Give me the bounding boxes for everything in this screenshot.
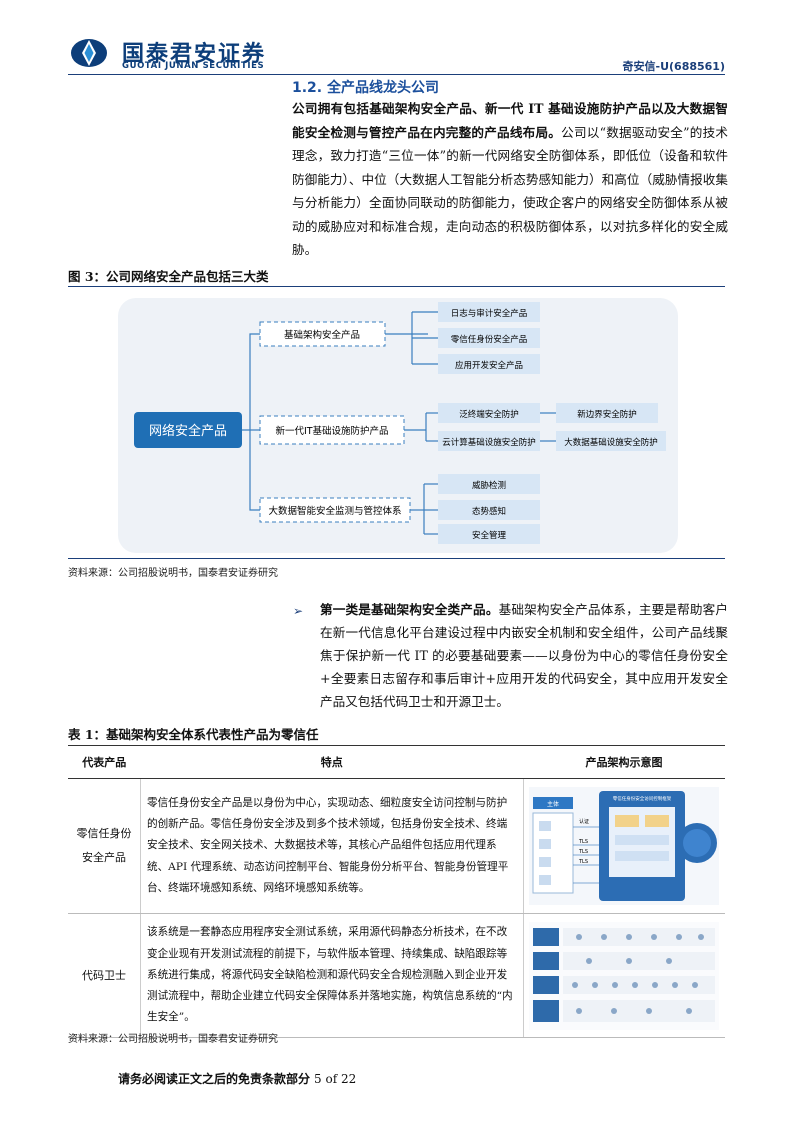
bullet-arrow-icon: ➢ (293, 604, 304, 618)
product-tree-diagram: 网络安全产品 基础架构安全产品 新一代IT基础设施防护产品 大数据智能安全监测与… (118, 298, 678, 553)
figure-bottom-rule (68, 558, 725, 559)
product-name: 代码卫士 (68, 913, 141, 1038)
leaf-label: 大数据基础设施安全防护 (564, 437, 658, 448)
diagram-text: 主体 (547, 800, 559, 808)
zero-trust-architecture-image: 主体 认证 TLS TLS TLS 零信任身份安全访问控制框架 (529, 787, 720, 905)
table-title: 表 1：基础架构安全体系代表性产品为零信任 (68, 727, 319, 742)
product-description: 零信任身份安全产品是以身份为中心，实现动态、细粒度安全访问控制与防护的创新产品。… (140, 778, 524, 914)
leaf-label: 态势感知 (472, 506, 506, 517)
table-source: 资料来源：公司招股说明书，国泰君安证券研究 (68, 1034, 278, 1045)
table-header-cell: 代表产品 (68, 745, 141, 779)
category-box (259, 497, 411, 523)
leaf-box (438, 500, 540, 520)
diagram-text: TLS (578, 859, 588, 865)
architecture-image-cell (523, 913, 725, 1038)
leaf-label: 云计算基础设施安全防护 (442, 437, 536, 448)
paragraph-lead: 公司拥有包括基础架构安全产品、新一代 IT 基础设施防护产品以及大数据智能安全检… (292, 101, 728, 140)
figure-source: 资料来源：公司招股说明书，国泰君安证券研究 (68, 568, 278, 579)
category-box (259, 321, 386, 347)
diagram-text: TLS (578, 849, 588, 855)
category-label: 基础架构安全产品 (284, 329, 360, 341)
category-box (259, 415, 405, 445)
diagram-text: TLS (578, 839, 588, 845)
page-number: 5 of 22 (314, 1072, 357, 1086)
leaf-label: 日志与审计安全产品 (451, 308, 528, 319)
leaf-box (438, 403, 540, 423)
leaf-label: 新边界安全防护 (577, 409, 637, 420)
diagram-text: 认证 (579, 818, 589, 825)
product-name: 零信任身份安全产品 (68, 778, 141, 914)
table-row: 零信任身份安全产品 零信任身份安全产品是以身份为中心，实现动态、细粒度安全访问控… (68, 778, 725, 914)
leaf-box (438, 354, 540, 374)
section-title: 1.2. 全产品线龙头公司 (292, 80, 439, 96)
table-header-row: 代表产品 特点 产品架构示意图 (68, 745, 725, 779)
logo-chinese-name: 国泰君安证券 (122, 42, 267, 67)
code-guard-architecture-image (529, 921, 720, 1030)
leaf-label: 泛终端安全防护 (459, 409, 519, 420)
header-rule (68, 74, 725, 75)
bullet-lead: 第一类是基础架构安全类产品。 (320, 602, 499, 617)
leaf-box (438, 524, 540, 544)
root-node (134, 412, 242, 448)
leaf-box (438, 328, 540, 348)
architecture-image-cell: 主体 认证 TLS TLS TLS 零信任身份安全访问控制框架 (523, 778, 725, 914)
leaf-box (438, 431, 540, 451)
product-description: 该系统是一套静态应用程序安全测试系统，采用源代码静态分析技术，在不改变企业现有开… (140, 913, 524, 1038)
leaf-box (438, 474, 540, 494)
product-table: 代表产品 特点 产品架构示意图 零信任身份安全产品 零信任身份安全产品是以身份为… (68, 745, 725, 1038)
figure-top-rule (68, 286, 725, 287)
disclaimer-text: 请务必阅读正文之后的免责条款部分 (118, 1072, 311, 1086)
leaf-box (556, 431, 666, 451)
diagram-text: 零信任身份安全访问控制框架 (613, 795, 672, 802)
category-label: 大数据智能安全监测与管控体系 (268, 505, 401, 517)
bullet-body: 基础架构安全产品体系，主要是帮助客户在新一代信息化平台建设过程中内嵌安全机制和安… (320, 602, 729, 709)
leaf-box (556, 403, 658, 423)
table-header-cell: 产品架构示意图 (523, 745, 725, 779)
company-logo-icon (71, 39, 107, 67)
leaf-label: 零信任身份安全产品 (451, 334, 528, 345)
root-label: 网络安全产品 (149, 423, 227, 439)
table-row: 代码卫士 该系统是一套静态应用程序安全测试系统，采用源代码静态分析技术，在不改变… (68, 913, 725, 1038)
bullet-paragraph: 第一类是基础架构安全类产品。基础架构安全产品体系，主要是帮助客户在新一代信息化平… (320, 598, 728, 713)
leaf-label: 威胁检测 (472, 480, 506, 491)
product-name-text: 零信任身份安全产品 (76, 827, 132, 864)
table-header-cell: 特点 (140, 745, 523, 779)
section-paragraph: 公司拥有包括基础架构安全产品、新一代 IT 基础设施防护产品以及大数据智能安全检… (292, 97, 728, 262)
paragraph-body: 公司以“数据驱动安全”的技术理念，致力打造“三位一体”的新一代网络安全防御体系，… (292, 124, 729, 258)
leaf-label: 应用开发安全产品 (455, 360, 523, 371)
logo-english-name: GUOTAI JUNAN SECURITIES (122, 61, 265, 71)
leaf-box (438, 302, 540, 322)
stock-code: 奇安信-U(688561) (622, 60, 725, 73)
figure-title: 图 3：公司网络安全产品包括三大类 (68, 269, 269, 284)
category-label: 新一代IT基础设施防护产品 (275, 425, 388, 437)
leaf-label: 安全管理 (472, 530, 507, 541)
